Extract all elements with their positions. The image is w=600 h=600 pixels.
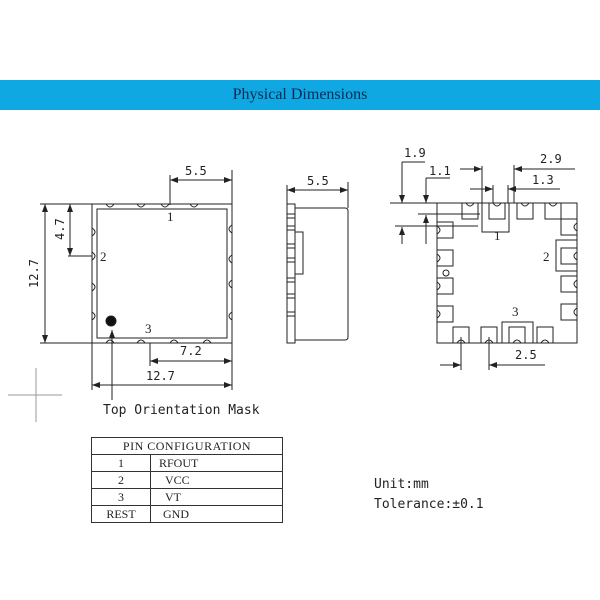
- pin-function: GND: [150, 505, 283, 523]
- dim-1-9: 1.9: [404, 146, 426, 160]
- dim-pin1-offset: 5.5: [185, 164, 207, 178]
- pin-table-title: PIN CONFIGURATION: [91, 437, 283, 455]
- pin-number: 1: [91, 454, 151, 472]
- top-view: [8, 170, 233, 422]
- dim-pin3-offset: 7.2: [180, 344, 202, 358]
- side-view: [286, 182, 349, 344]
- dim-1-1: 1.1: [429, 164, 451, 178]
- pin-label-1: 1: [167, 209, 174, 224]
- dim-thickness: 5.5: [307, 174, 329, 188]
- dim-pitch: 2.5: [515, 348, 537, 362]
- pin-label-3: 3: [145, 321, 152, 336]
- tolerance-note: Tolerance:±0.1: [374, 497, 484, 512]
- top-edge-pads: [91, 203, 233, 344]
- dim-1-3: 1.3: [532, 173, 554, 187]
- orientation-mark-icon: [105, 315, 117, 327]
- pin-number: 2: [91, 471, 151, 489]
- table-row: 1 RFOUT: [91, 454, 283, 472]
- page-title: Physical Dimensions: [232, 86, 368, 103]
- dim-height: 12.7: [27, 259, 41, 288]
- orientation-mask-label: Top Orientation Mask: [103, 403, 260, 418]
- unit-note: Unit:mm: [374, 477, 429, 492]
- table-row: 2 VCC: [91, 471, 283, 489]
- footprint-pin-label-1: 1: [494, 228, 501, 243]
- pin-function: VCC: [150, 471, 283, 489]
- notes: Unit:mm Tolerance:±0.1: [374, 475, 484, 515]
- pin-function: VT: [150, 488, 283, 506]
- footprint-pin-label-3: 3: [512, 304, 519, 319]
- pin-number: REST: [91, 505, 151, 523]
- dim-2-9: 2.9: [540, 152, 562, 166]
- footprint-view: [390, 161, 578, 370]
- pin-label-2: 2: [100, 249, 107, 264]
- dim-pin2-offset: 4.7: [53, 218, 67, 240]
- pin-number: 3: [91, 488, 151, 506]
- table-row: REST GND: [91, 505, 283, 523]
- table-row: 3 VT: [91, 488, 283, 506]
- dim-width: 12.7: [146, 369, 175, 383]
- pin-function: RFOUT: [150, 454, 283, 472]
- pin-configuration-table: PIN CONFIGURATION 1 RFOUT 2 VCC 3 VT RES…: [91, 437, 283, 523]
- header-banner: Physical Dimensions: [0, 80, 600, 110]
- footprint-pin-label-2: 2: [543, 249, 550, 264]
